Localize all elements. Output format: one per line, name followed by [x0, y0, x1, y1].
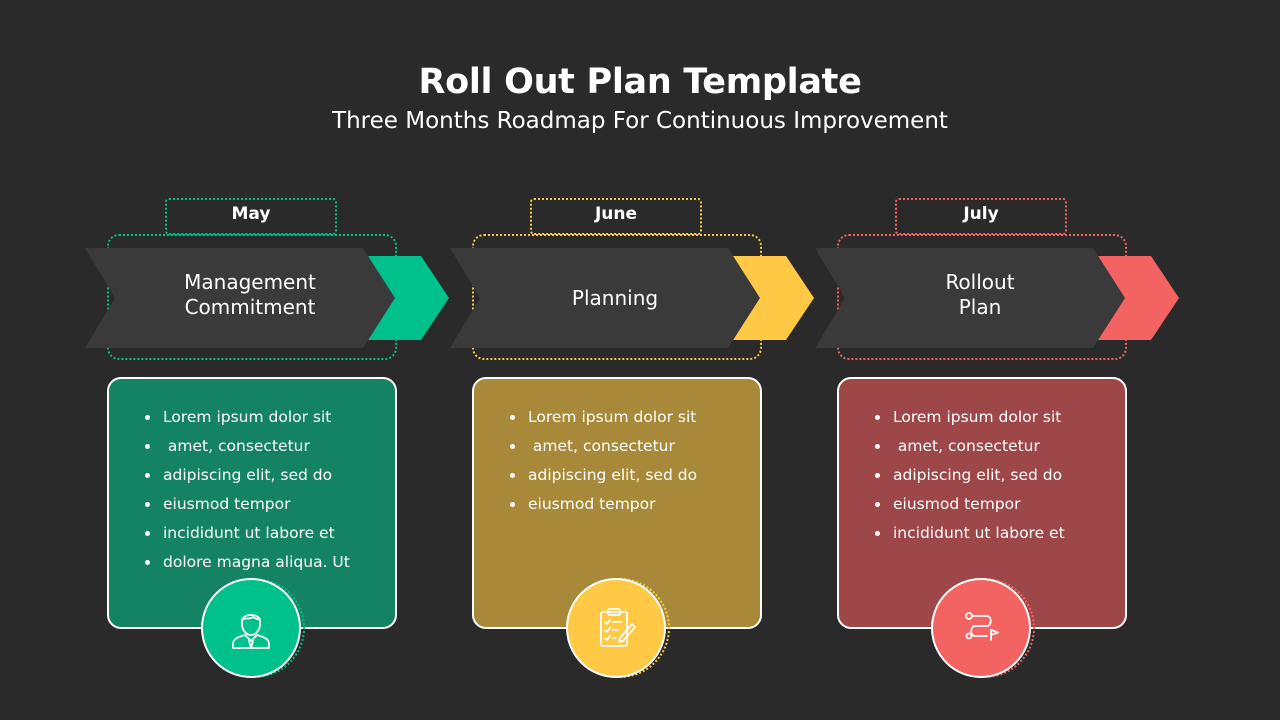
bullet-dot [875, 531, 880, 536]
phase-label: Planning [571, 286, 659, 310]
route-flag-icon [965, 612, 999, 641]
phase-arrow [815, 248, 1179, 348]
bullet-dot [145, 473, 150, 478]
details-card: Lorem ipsum dolor sit amet, consectetur … [837, 377, 1127, 629]
list-item-text: amet, consectetur [163, 437, 310, 455]
bullet-dot [145, 502, 150, 507]
roadmap-column-june: June Planning Lorem ipsum dolor sit amet… [450, 0, 870, 720]
list-item: eiusmod tempor [875, 490, 1065, 519]
clipboard-checklist-icon [600, 608, 636, 647]
slide-title: Roll Out Plan Template [418, 62, 862, 102]
list-item-text: adipiscing elit, sed do [163, 466, 333, 484]
businessman-icon [232, 614, 270, 649]
bullet-dot [510, 444, 515, 449]
bullet-list: Lorem ipsum dolor sit amet, consectetur … [145, 403, 350, 577]
list-item: eiusmod tempor [510, 490, 697, 519]
list-item-text: adipiscing elit, sed do [528, 466, 698, 484]
bullet-dot [875, 473, 880, 478]
list-item: dolore magna aliqua. Ut [145, 548, 350, 577]
phase-label: Rollout Plan [945, 270, 1015, 319]
list-item-text: adipiscing elit, sed do [893, 466, 1063, 484]
phase-label: Management Commitment [184, 270, 316, 319]
list-item-text: eiusmod tempor [893, 495, 1021, 513]
list-item: Lorem ipsum dolor sit [510, 403, 697, 432]
list-item: adipiscing elit, sed do [145, 461, 350, 490]
phase-arrow [85, 248, 449, 348]
bullet-dot [875, 444, 880, 449]
list-item: adipiscing elit, sed do [875, 461, 1065, 490]
details-card: Lorem ipsum dolor sit amet, consectetur … [472, 377, 762, 629]
list-item: eiusmod tempor [145, 490, 350, 519]
main-chevron [815, 248, 1125, 348]
bullet-dot [875, 415, 880, 420]
bullet-dot [510, 473, 515, 478]
bullet-list: Lorem ipsum dolor sit amet, consectetur … [875, 403, 1065, 548]
bullet-dot [145, 444, 150, 449]
list-item-text: amet, consectetur [528, 437, 675, 455]
main-chevron [85, 248, 395, 348]
list-item-text: incididunt ut labore et [893, 524, 1065, 542]
list-item-text: Lorem ipsum dolor sit [528, 408, 697, 426]
list-item-text: amet, consectetur [893, 437, 1040, 455]
slide-subtitle: Three Months Roadmap For Continuous Impr… [332, 108, 948, 134]
icon-circle [566, 578, 666, 678]
list-item: amet, consectetur [510, 432, 697, 461]
list-item-text: Lorem ipsum dolor sit [163, 408, 332, 426]
roadmap-column-may: May Management Commitment Lorem ipsum do… [85, 0, 505, 720]
bullet-dot [145, 560, 150, 565]
bullet-dot [145, 531, 150, 536]
month-label: June [594, 204, 638, 224]
bullet-dot [145, 415, 150, 420]
list-item: adipiscing elit, sed do [510, 461, 697, 490]
month-label: May [231, 204, 271, 224]
bullet-dot [875, 502, 880, 507]
list-item-text: eiusmod tempor [528, 495, 656, 513]
list-item-text: incididunt ut labore et [163, 524, 335, 542]
list-item: amet, consectetur [145, 432, 350, 461]
month-label: July [963, 204, 999, 224]
main-chevron [450, 248, 760, 348]
list-item: amet, consectetur [875, 432, 1065, 461]
bullet-dot [510, 502, 515, 507]
icon-circle [931, 578, 1031, 678]
list-item: incididunt ut labore et [875, 519, 1065, 548]
icon-circle [201, 578, 301, 678]
list-item: Lorem ipsum dolor sit [875, 403, 1065, 432]
list-item: Lorem ipsum dolor sit [145, 403, 350, 432]
roadmap-column-july: July Rollout Plan Lorem ipsum dolor sit … [815, 0, 1235, 720]
list-item-text: Lorem ipsum dolor sit [893, 408, 1062, 426]
bullet-dot [510, 415, 515, 420]
list-item: incididunt ut labore et [145, 519, 350, 548]
list-item-text: dolore magna aliqua. Ut [163, 553, 350, 571]
list-item-text: eiusmod tempor [163, 495, 291, 513]
phase-arrow [450, 248, 814, 348]
bullet-list: Lorem ipsum dolor sit amet, consectetur … [510, 403, 697, 519]
